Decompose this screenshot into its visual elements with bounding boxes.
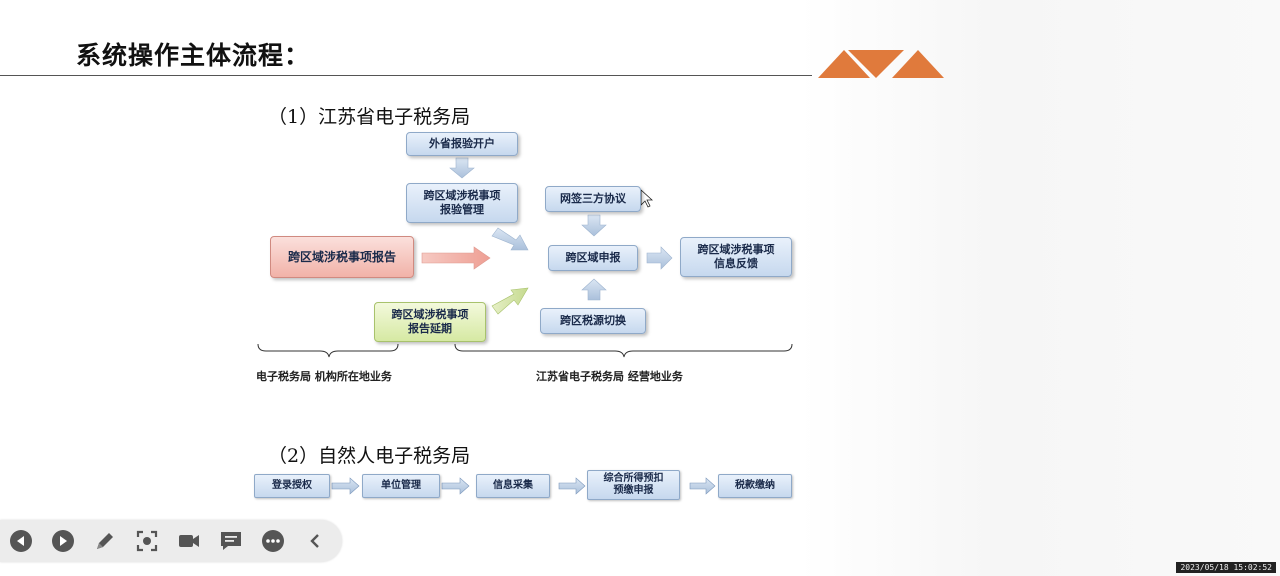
- pen-button[interactable]: [84, 520, 126, 562]
- pen-icon: [97, 533, 113, 549]
- timestamp: 2023/05/18 15:02:52: [1176, 562, 1276, 573]
- more-icon: [262, 530, 284, 552]
- flow2-step-declare: 综合所得预扣 预缴申报: [587, 470, 680, 500]
- prev-icon: [10, 530, 32, 552]
- flow2-step-unit: 单位管理: [362, 474, 440, 498]
- arrow-diag-down: [491, 227, 529, 251]
- flow2-step-info: 信息采集: [476, 474, 550, 498]
- slide-title: 系统操作主体流程：: [76, 41, 311, 70]
- background-panel: [800, 0, 1280, 576]
- comment-icon: [221, 532, 241, 550]
- box-open-account: 外省报验开户: [406, 132, 518, 156]
- arrow-diag-up: [491, 287, 529, 315]
- arrow-up: [581, 278, 607, 301]
- collapse-icon: [310, 534, 319, 548]
- arrow-red: [421, 246, 491, 270]
- flow2-step-pay: 税款缴纳: [718, 474, 792, 498]
- more-button[interactable]: [252, 520, 294, 562]
- comment-button[interactable]: [210, 520, 252, 562]
- brace-right: [454, 343, 793, 358]
- screenshot-icon: [136, 530, 158, 552]
- flow2-arrow-2: [441, 477, 470, 495]
- prev-button[interactable]: [0, 520, 42, 562]
- flow2-step-login: 登录授权: [254, 474, 330, 498]
- next-button[interactable]: [42, 520, 84, 562]
- box-feedback: 跨区域涉税事项 信息反馈: [680, 237, 792, 277]
- section-2-heading: （2）自然人电子税务局: [268, 445, 471, 467]
- logo-icon: [818, 50, 944, 78]
- box-report: 跨区域涉税事项报告: [270, 236, 414, 278]
- arrow-right-1: [646, 246, 673, 270]
- box-agreement: 网签三方协议: [545, 186, 641, 212]
- flow2-arrow-4: [689, 477, 716, 495]
- flow2-arrow-1: [331, 477, 360, 495]
- box-extend: 跨区域涉税事项 报告延期: [374, 302, 486, 342]
- brace-left: [257, 343, 399, 358]
- arrow-down-2: [581, 214, 607, 237]
- cursor-icon: [640, 189, 654, 208]
- camera-icon: [179, 535, 199, 547]
- caption-right: 江苏省电子税务局 经营地业务: [536, 370, 683, 383]
- section-1-heading: （1）江苏省电子税务局: [268, 106, 471, 128]
- box-source-switch: 跨区税源切换: [540, 308, 646, 334]
- screenshot-button[interactable]: [126, 520, 168, 562]
- camera-button[interactable]: [168, 520, 210, 562]
- next-icon: [52, 530, 74, 552]
- caption-left: 电子税务局 机构所在地业务: [256, 370, 392, 383]
- box-manage: 跨区域涉税事项 报验管理: [406, 183, 518, 223]
- box-declare: 跨区域申报: [548, 245, 638, 271]
- arrow-down-1: [449, 157, 475, 179]
- presentation-toolbar: [0, 520, 342, 562]
- flow2-arrow-3: [558, 477, 586, 495]
- title-divider: [0, 75, 812, 76]
- collapse-button[interactable]: [294, 520, 336, 562]
